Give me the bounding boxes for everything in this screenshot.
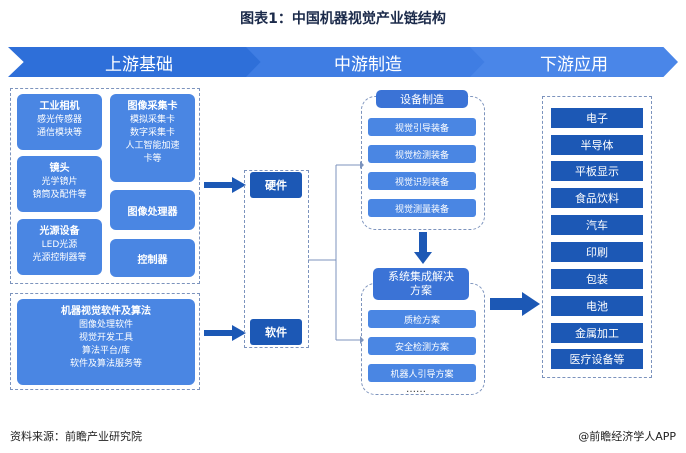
- banner-downstream: 下游应用: [470, 47, 678, 77]
- software-label: 软件: [250, 319, 302, 345]
- lens-box: 镜头 光学镜片 镜筒及配件等: [17, 156, 102, 212]
- midstream-connectors: [308, 161, 364, 344]
- arrow-to-hardware-icon: [204, 177, 246, 193]
- lens-title: 镜头: [49, 163, 70, 174]
- source-note: 资料来源：前瞻产业研究院: [10, 430, 142, 443]
- solution-item: 质检方案: [368, 310, 476, 328]
- industry-item: 包装: [551, 269, 643, 289]
- industry-item: 电子: [551, 108, 643, 128]
- banner-midstream: 中游制造: [246, 47, 490, 77]
- capture-card-title: 图像采集卡: [127, 101, 178, 112]
- industry-item: 食品饮料: [551, 188, 643, 208]
- equipment-item: 视觉检测装备: [368, 145, 476, 163]
- arrow-to-software-icon: [204, 325, 246, 341]
- solutions-title: 系统集成解决方案: [373, 268, 469, 300]
- arrow-down-icon: [414, 232, 432, 264]
- midstream-bracket: [244, 170, 309, 348]
- arrow-to-downstream-icon: [490, 292, 540, 316]
- industry-item: 印刷: [551, 242, 643, 262]
- software-item: 视觉开发工具: [78, 333, 133, 343]
- equipment-title: 设备制造: [376, 90, 468, 108]
- software-algorithm-box: 机器视觉软件及算法 图像处理软件 视觉开发工具 算法平台/库 软件及算法服务等: [17, 299, 195, 385]
- industry-item: 平板显示: [551, 161, 643, 181]
- light-source-item: 光源控制器等: [32, 253, 87, 263]
- lens-item: 镜筒及配件等: [32, 190, 87, 200]
- upstream-software-group: [10, 293, 200, 390]
- banner-upstream: 上游基础: [8, 47, 270, 77]
- downstream-group: [542, 96, 652, 378]
- brand-note: @前瞻经济学人APP: [578, 430, 676, 443]
- capture-card-item: 人工智能加速: [125, 141, 180, 151]
- solution-item: 机器人引导方案: [368, 364, 476, 382]
- industrial-camera-box: 工业相机 感光传感器 通信模块等: [17, 94, 102, 150]
- light-source-box: 光源设备 LED光源 光源控制器等: [17, 219, 102, 275]
- capture-card-item: 数字采集卡: [129, 128, 175, 138]
- industrial-camera-title: 工业相机: [39, 101, 80, 112]
- equipment-item: 视觉引导装备: [368, 118, 476, 136]
- lens-item: 光学镜片: [41, 177, 78, 187]
- capture-card-item: 卡等: [143, 154, 162, 164]
- image-capture-card-box: 图像采集卡 模拟采集卡 数字采集卡 人工智能加速 卡等: [110, 94, 195, 182]
- software-item: 软件及算法服务等: [69, 359, 142, 369]
- software-item: 算法平台/库: [81, 346, 131, 356]
- upstream-hardware-group: [10, 88, 200, 284]
- industrial-camera-item: 通信模块等: [36, 128, 82, 138]
- industry-item: 半导体: [551, 135, 643, 155]
- industry-item: 医疗设备等: [551, 349, 643, 369]
- light-source-title: 光源设备: [39, 226, 80, 237]
- capture-card-item: 模拟采集卡: [129, 115, 175, 125]
- industry-item: 汽车: [551, 215, 643, 235]
- light-source-item: LED光源: [41, 240, 78, 250]
- controller-box: 控制器: [110, 239, 195, 277]
- industrial-camera-item: 感光传感器: [36, 115, 82, 125]
- industry-item: 金属加工: [551, 323, 643, 343]
- hardware-label: 硬件: [250, 172, 302, 198]
- industry-item: 电池: [551, 296, 643, 316]
- equipment-item: 视觉测量装备: [368, 199, 476, 217]
- equipment-item: 视觉识别装备: [368, 172, 476, 190]
- page-title: 图表1：中国机器视觉产业链结构: [240, 11, 446, 27]
- image-processor-box: 图像处理器: [110, 190, 195, 230]
- solutions-more: ……: [406, 384, 426, 395]
- software-title: 机器视觉软件及算法: [61, 306, 151, 317]
- software-item: 图像处理软件: [78, 320, 133, 330]
- solution-item: 安全检测方案: [368, 337, 476, 355]
